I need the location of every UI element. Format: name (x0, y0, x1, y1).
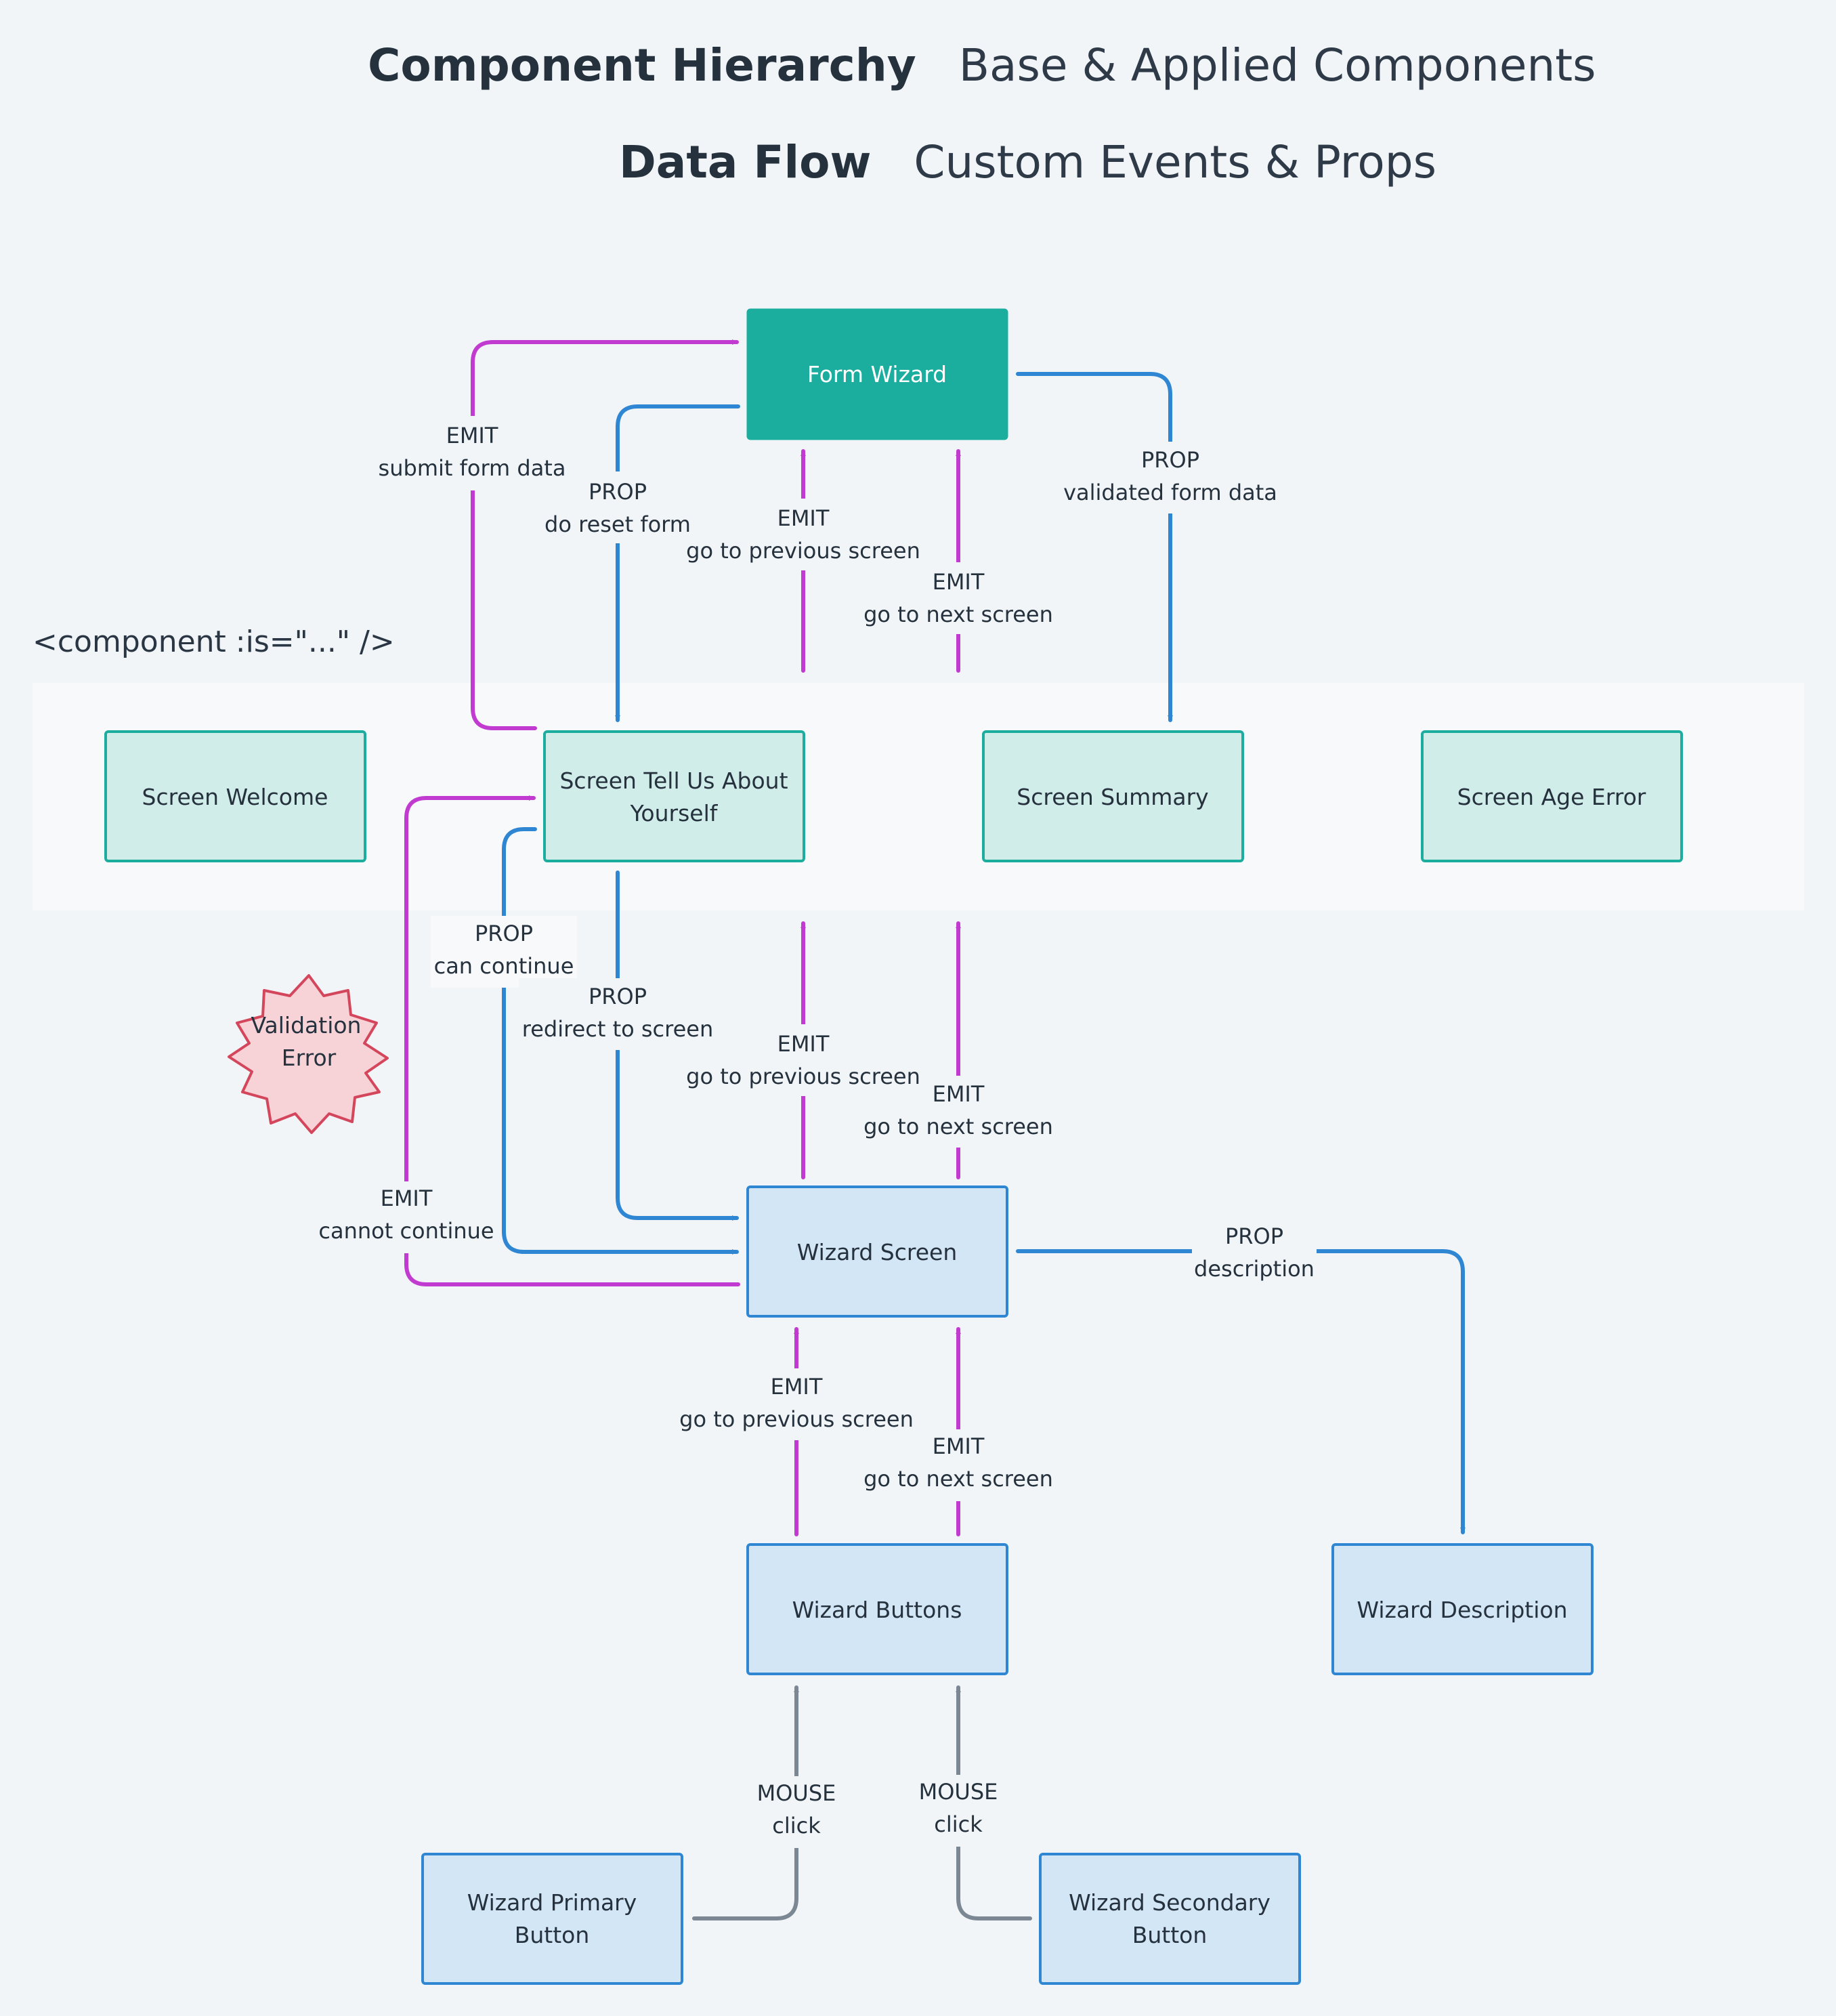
edge-validated-form-data (1016, 372, 1173, 722)
edge-cannot-continue (404, 795, 740, 1286)
edge-label-type: EMIT (933, 569, 985, 595)
edge-label-text: click (934, 1811, 983, 1837)
node-label: Yourself (630, 800, 719, 826)
edge-label-text: click (772, 1813, 821, 1839)
node-label: Wizard Secondary (1069, 1889, 1271, 1916)
node-screen-age-error[interactable]: Screen Age Error (1421, 730, 1683, 862)
node-label: Wizard Screen (797, 1239, 958, 1265)
node-label: Screen Tell Us About (559, 768, 788, 794)
edge-label-text: go to next screen (863, 1466, 1053, 1492)
node-label: Screen Welcome (142, 784, 328, 810)
edge-label-text: validated form data (1063, 480, 1277, 505)
edge-label-type: MOUSE (919, 1779, 998, 1805)
edge-label-text: description (1194, 1256, 1315, 1282)
edge-label-text: submit form data (379, 455, 566, 481)
node-label: Wizard Buttons (792, 1597, 962, 1623)
node-screen-summary[interactable]: Screen Summary (982, 730, 1244, 862)
node-form-wizard[interactable]: Form Wizard (746, 308, 1008, 440)
edge-label-text: go to next screen (863, 1114, 1053, 1139)
headline-component-hierarchy: Component Hierarchy Base & Applied Compo… (368, 39, 1596, 91)
headline-value: Custom Events & Props (914, 136, 1437, 188)
node-wizard-screen[interactable]: Wizard Screen (746, 1185, 1008, 1318)
edge-label-type: EMIT (777, 505, 830, 531)
node-label: Button (515, 1922, 590, 1948)
headline-value: Base & Applied Components (958, 39, 1596, 91)
label-bg (431, 916, 577, 988)
edge-label-type: PROP (475, 921, 533, 946)
node-wizard-description[interactable]: Wizard Description (1331, 1543, 1594, 1675)
edge-label-type: EMIT (446, 423, 498, 448)
group-label: <component :is="..." /> (33, 625, 395, 659)
edge-label-text: go to previous screen (686, 1064, 920, 1089)
edge-label-text: go to previous screen (679, 1406, 914, 1432)
edge-label-text: cannot continue (318, 1218, 494, 1244)
edge-label-type: EMIT (777, 1031, 830, 1057)
edge-label-type: PROP (1225, 1223, 1283, 1249)
edge-mouse-secondary (956, 1685, 1032, 1920)
node-label: Wizard Primary (467, 1889, 637, 1916)
edge-mouse-primary (692, 1685, 799, 1920)
validation-error-label: Error (282, 1045, 337, 1071)
node-label: Wizard Description (1357, 1597, 1568, 1623)
edge-label-type: MOUSE (757, 1780, 836, 1806)
node-label: Screen Age Error (1457, 784, 1646, 810)
headline-key: Data Flow (619, 136, 872, 188)
node-label: Screen Summary (1017, 784, 1208, 810)
edge-label-type: EMIT (771, 1374, 823, 1400)
node-screen-welcome[interactable]: Screen Welcome (104, 730, 366, 862)
edge-label-text: can continue (434, 953, 574, 979)
node-wizard-buttons[interactable]: Wizard Buttons (746, 1543, 1008, 1675)
edge-label-type: PROP (589, 984, 647, 1009)
validation-error-label: Validation (251, 1012, 362, 1038)
headline-data-flow: Data Flow Custom Events & Props (619, 136, 1436, 188)
edge-label-text: redirect to screen (522, 1016, 713, 1042)
edge-label-type: PROP (589, 479, 647, 505)
edge-description (1016, 1249, 1466, 1534)
edge-label-text: do reset form (545, 511, 691, 537)
node-wizard-primary-button[interactable]: Wizard Primary Button (421, 1853, 683, 1985)
edge-label-type: PROP (1141, 447, 1199, 473)
validation-error-burst: Validation Error (228, 974, 389, 1134)
headline-key: Component Hierarchy (368, 39, 916, 91)
edge-submit-form-data (471, 339, 739, 730)
node-label: Button (1132, 1922, 1208, 1948)
edge-label-text: go to previous screen (686, 538, 920, 564)
edge-redirect-to-screen (616, 870, 739, 1221)
edge-label-text: go to next screen (863, 602, 1053, 627)
edge-label-type: EMIT (381, 1185, 433, 1211)
edge-label-type: EMIT (933, 1433, 985, 1459)
node-screen-tell-us[interactable]: Screen Tell Us About Yourself (543, 730, 805, 862)
edge-can-continue (502, 827, 739, 1255)
edge-label-type: EMIT (933, 1081, 985, 1107)
edge-do-reset-form (615, 404, 740, 722)
node-label: Form Wizard (807, 361, 947, 387)
edge-labels: EMIT submit form data PROP do reset form… (318, 423, 1315, 1839)
node-wizard-secondary-button[interactable]: Wizard Secondary Button (1039, 1853, 1301, 1985)
